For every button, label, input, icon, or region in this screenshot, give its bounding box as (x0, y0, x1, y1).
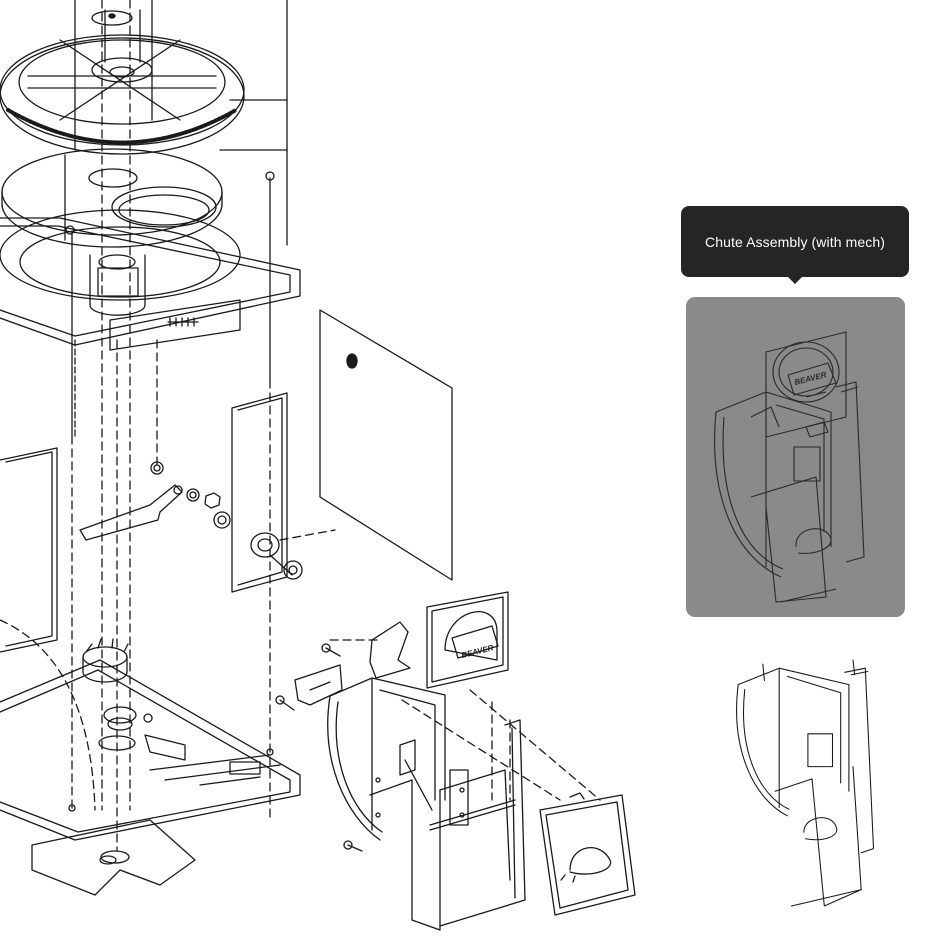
tooltip-arrow (788, 277, 802, 284)
window-sheet (319, 309, 453, 581)
brackets (275, 621, 411, 852)
assembly-guides (0, 0, 601, 851)
left-panel (0, 447, 58, 653)
lever-assembly (79, 461, 231, 541)
part-preview-card[interactable]: BEAVER (686, 297, 905, 617)
base-plate (0, 638, 301, 841)
hopper-top (64, 0, 288, 246)
foot (31, 819, 196, 896)
part-tooltip: Chute Assembly (with mech) (681, 206, 909, 277)
preview-logo-text: BEAVER (793, 370, 827, 387)
beaver-logo-text: BEAVER (460, 643, 494, 660)
door-panel (539, 792, 636, 916)
upper-frame (0, 171, 301, 351)
thumbnail-chute (736, 659, 875, 907)
beaver-plate (426, 591, 509, 689)
preview-chute-drawing: BEAVER (714, 331, 865, 603)
part-thumbnail[interactable] (714, 655, 904, 887)
chute-assembly-main (327, 677, 526, 931)
tooltip-label: Chute Assembly (with mech) (705, 233, 885, 250)
disc-plate (1, 148, 223, 248)
center-panel (231, 392, 303, 593)
long-screws (71, 177, 271, 437)
gear-wheel (0, 9, 245, 155)
